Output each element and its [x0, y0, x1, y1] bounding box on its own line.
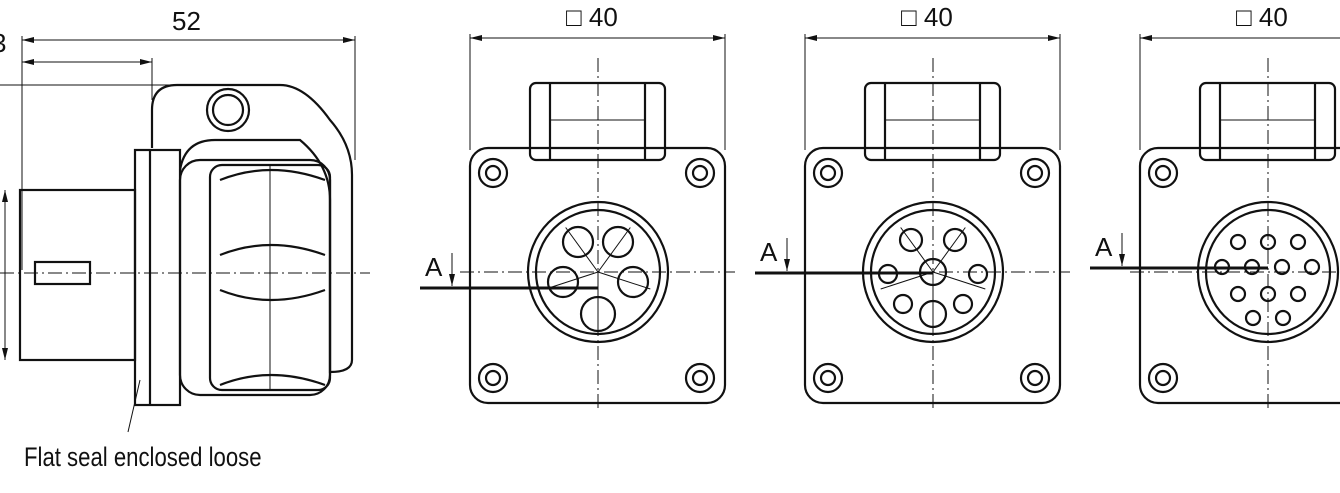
- contact-pin: [561, 225, 595, 259]
- mounting-hole-inner: [484, 164, 502, 182]
- contact-pin: [1229, 233, 1247, 251]
- front-views: □ 40 A □ 40 A □ 40 A: [420, 2, 1340, 410]
- dimension-partial-label: 3: [0, 28, 6, 58]
- mating-tube: [18, 188, 137, 362]
- insert-rib: [597, 227, 631, 273]
- front-view-2: □ 40 A: [755, 2, 1070, 410]
- mounting-hole-inner: [819, 164, 837, 182]
- mounting-hole: [1019, 157, 1051, 189]
- flange: [133, 148, 182, 407]
- contact-pin: [1273, 258, 1291, 276]
- cover-flap: [150, 83, 354, 374]
- side-view: 52 3: [0, 6, 370, 433]
- leader-line: [127, 379, 141, 433]
- contact-pin: [942, 227, 968, 253]
- mounting-hole-inner: [1154, 164, 1172, 182]
- contact-pin: [952, 293, 974, 315]
- contact-pin: [892, 293, 914, 315]
- contact-pin: [1303, 258, 1321, 276]
- mounting-hole: [477, 362, 509, 394]
- section-label-a: A: [760, 237, 778, 267]
- mounting-hole-inner: [691, 164, 709, 182]
- dimension-40-label: □ 40: [901, 2, 953, 32]
- insert-rib: [565, 227, 599, 273]
- section-label-a: A: [425, 252, 443, 282]
- mounting-hole: [477, 157, 509, 189]
- insert-rib: [545, 271, 599, 290]
- contact-pin: [1243, 258, 1261, 276]
- hinge-pin: [205, 87, 251, 133]
- contact-pin: [877, 263, 899, 285]
- mounting-hole: [684, 157, 716, 189]
- mounting-hole: [684, 362, 716, 394]
- contact-pin: [898, 227, 924, 253]
- insert-rib: [597, 271, 651, 290]
- mounting-hole: [812, 157, 844, 189]
- mounting-hole-inner: [1026, 164, 1044, 182]
- dimension-40-label: □ 40: [566, 2, 618, 32]
- contact-pin: [1289, 285, 1307, 303]
- mounting-hole: [1147, 157, 1179, 189]
- insert-rib: [932, 227, 966, 273]
- flat-seal-caption: Flat seal enclosed loose: [24, 442, 262, 472]
- mounting-hole-inner: [1154, 369, 1172, 387]
- contact-pin: [1229, 285, 1247, 303]
- mounting-hole: [1019, 362, 1051, 394]
- dimension-52-label: 52: [172, 6, 201, 36]
- contact-pin: [1274, 309, 1292, 327]
- contact-pin: [616, 265, 650, 299]
- contact-pin: [967, 263, 989, 285]
- contact-pin: [546, 265, 580, 299]
- mounting-hole: [812, 362, 844, 394]
- insert-rib: [900, 227, 934, 273]
- contact-pin: [1213, 258, 1231, 276]
- mounting-hole-inner: [691, 369, 709, 387]
- contact-pin: [1244, 309, 1262, 327]
- mounting-hole-inner: [1026, 369, 1044, 387]
- mounting-hole: [1147, 362, 1179, 394]
- contact-pin: [1289, 233, 1307, 251]
- mounting-hole-inner: [484, 369, 502, 387]
- grip-ribs: [219, 168, 326, 387]
- front-view-3: □ 40 A: [1090, 2, 1340, 410]
- dimension-40-label: □ 40: [1236, 2, 1288, 32]
- contact-pin: [1259, 285, 1277, 303]
- insert-rib: [880, 271, 934, 290]
- hinge-pin-inner: [211, 93, 245, 127]
- section-label-a: A: [1095, 232, 1113, 262]
- front-view-1: □ 40 A: [420, 2, 735, 410]
- mounting-hole-inner: [819, 369, 837, 387]
- contact-pin: [601, 225, 635, 259]
- insert-rib: [932, 271, 986, 290]
- contact-pin: [1259, 233, 1277, 251]
- housing-body: [178, 158, 332, 397]
